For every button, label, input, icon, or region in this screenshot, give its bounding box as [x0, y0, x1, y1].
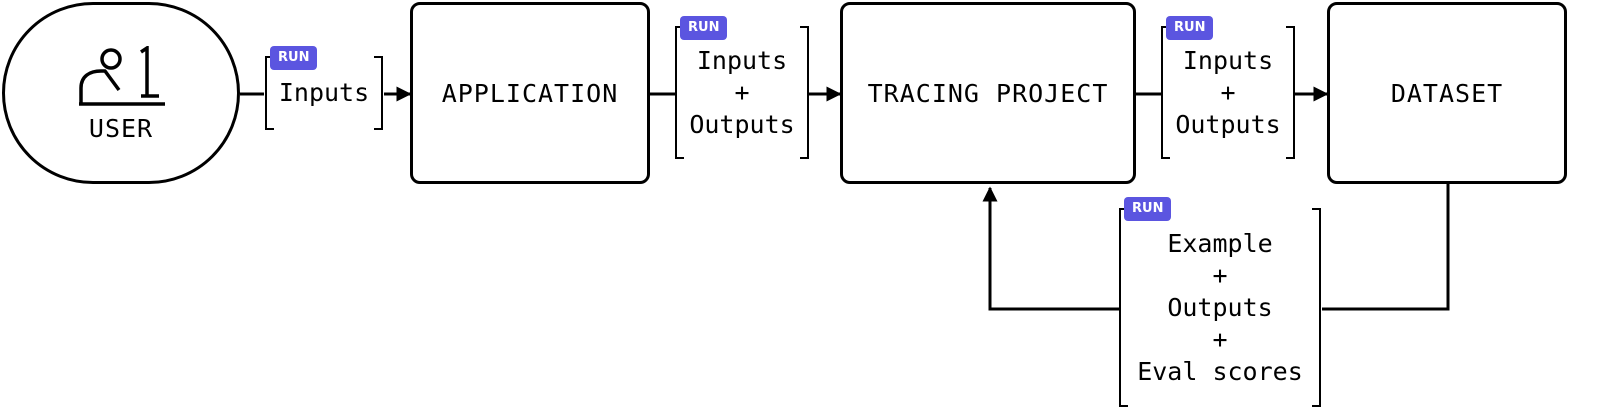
- node-label-application: APPLICATION: [441, 78, 619, 108]
- connector-dataset-to-bracket: [1322, 184, 1450, 311]
- payload-line: Outputs: [1167, 292, 1273, 322]
- node-label-tracing-project: TRACING PROJECT: [867, 78, 1109, 108]
- bracket-right-inputs-outputs-1: [800, 26, 809, 159]
- payload-inputs-outputs-1: Inputs + Outputs: [676, 27, 808, 158]
- payload-line: +: [1212, 324, 1228, 354]
- payload-inputs-1: Inputs: [266, 57, 382, 129]
- payload-line: Inputs: [1182, 45, 1274, 75]
- payload-line: Example: [1167, 228, 1273, 258]
- node-label-dataset: DATASET: [1390, 78, 1504, 108]
- payload-line: Outputs: [689, 109, 795, 139]
- arrow-eval-to-tracing: [982, 186, 1120, 311]
- bracket-right-eval-scores: [1312, 208, 1321, 407]
- node-label-user: USER: [88, 113, 154, 143]
- payload-line: +: [1220, 77, 1236, 107]
- payload-line: +: [1212, 260, 1228, 290]
- tracing-project-node: TRACING PROJECT: [840, 2, 1136, 184]
- payload-line: Eval scores: [1137, 356, 1303, 386]
- payload-example-outputs-eval-scores: Example + Outputs + Eval scores: [1120, 209, 1320, 406]
- bracket-right-inputs-1: [374, 56, 383, 130]
- payload-line: Inputs: [278, 78, 370, 107]
- run-badge: RUN: [1166, 16, 1214, 40]
- user-at-computer-icon: [79, 45, 165, 106]
- dataset-node: DATASET: [1327, 2, 1567, 184]
- bracket-right-inputs-outputs-2: [1286, 26, 1295, 159]
- payload-inputs-outputs-2: Inputs + Outputs: [1162, 27, 1294, 158]
- payload-line: Outputs: [1175, 109, 1281, 139]
- user-node: USER: [2, 2, 240, 184]
- payload-line: +: [734, 77, 750, 107]
- run-badge: RUN: [270, 46, 318, 70]
- payload-line: Inputs: [696, 45, 788, 75]
- run-badge: RUN: [680, 16, 728, 40]
- run-badge: RUN: [1124, 197, 1172, 221]
- application-node: APPLICATION: [410, 2, 650, 184]
